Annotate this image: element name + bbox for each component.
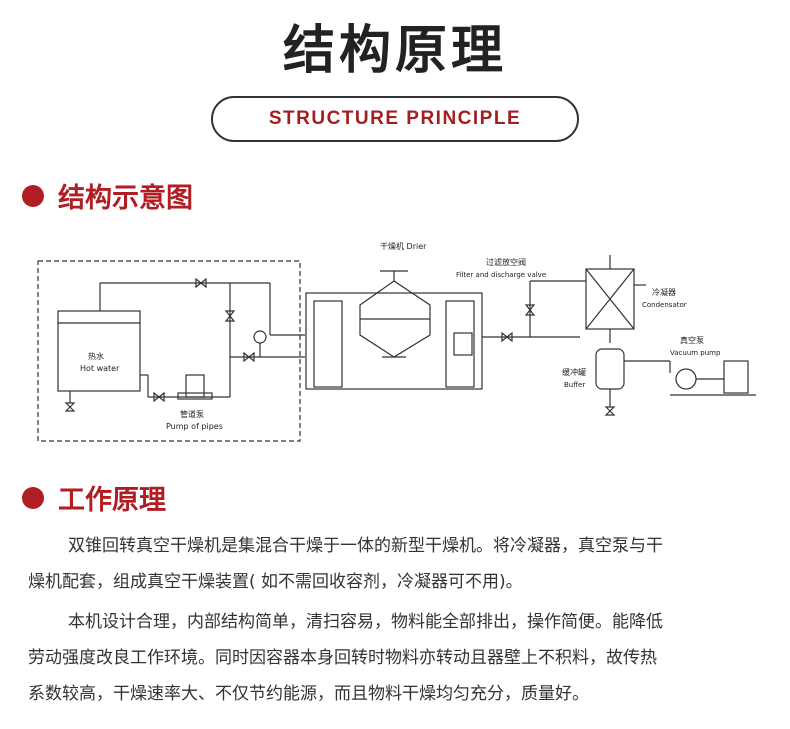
paragraph-1-line-1: 双锥回转真空干燥机是集混合干燥于一体的新型干燥机。将冷凝器，真空泵与干 (28, 528, 768, 564)
paragraph-2-line-3: 系数较高，干燥速率大、不仅节约能源，而且物料干燥均匀充分，质量好。 (28, 684, 589, 704)
bullet-dot-icon (22, 184, 44, 207)
vacuum-pump-motor-icon (675, 368, 697, 390)
pressure-gauge-icon (253, 330, 267, 344)
label-condenser-cn: 冷凝器 (652, 287, 676, 297)
paragraph-2-line-1: 本机设计合理，内部结构简单，清扫容易，物料能全部排出，操作简便。能降低 (28, 604, 768, 640)
label-hot-cn: 热水 (88, 351, 104, 361)
label-filter-en: Filter and discharge valve (456, 271, 546, 279)
paragraph-2-line-2: 劳动强度改良工作环境。同时因容器本身回转时物料亦转动且器壁上不积料，故传热 (28, 648, 657, 668)
drier-frame (305, 292, 483, 390)
label-drier: 干燥机 Drier (380, 241, 427, 251)
pipe-pump-icon (185, 374, 205, 398)
control-box-icon (453, 332, 473, 356)
valve-outlet-icon (501, 331, 513, 343)
p1-line1-text: 双锥回转真空干燥机是集混合干燥于一体的新型干燥机。将冷凝器，真空泵与干 (68, 536, 663, 556)
label-hot-en: Hot water (80, 364, 120, 373)
buffer-tank (595, 348, 625, 390)
valve-branch-icon (224, 310, 236, 322)
label-vacuum-cn: 真空泵 (680, 335, 704, 345)
label-buffer-en: Buffer (564, 381, 585, 389)
vacuum-pump-body (723, 360, 749, 394)
paragraph-1-line-2: 燥机配套，组成真空干燥装置( 如不需回收容剂，冷凝器可不用)。 (28, 572, 523, 592)
section-heading-structure: 结构示意图 (22, 176, 193, 215)
subtitle-text: STRUCTURE PRINCIPLE (268, 108, 522, 129)
section-title-structure: 结构示意图 (58, 183, 193, 214)
p2-line1-text: 本机设计合理，内部结构简单，清扫容易，物料能全部排出，操作简便。能降低 (68, 612, 663, 632)
label-buffer-cn: 缓冲罐 (562, 367, 586, 377)
tank-drain-valve-icon (64, 402, 76, 412)
valve-top-icon (195, 277, 207, 289)
paragraph-1: 双锥回转真空干燥机是集混合干燥于一体的新型干燥机。将冷凝器，真空泵与干 燥机配套… (28, 528, 768, 600)
valve-middle-icon (243, 351, 255, 363)
structure-diagram: 干燥机 Drier 过滤放空阀 Filter and discharge val… (37, 241, 756, 442)
hot-water-tank (57, 310, 141, 392)
label-pump-cn: 管道泵 (180, 409, 204, 419)
label-vacuum-en: Vacuum pump (670, 349, 721, 357)
label-condenser-en: Condensator (642, 301, 687, 309)
subtitle-pill: STRUCTURE PRINCIPLE (211, 96, 579, 142)
paragraph-2: 本机设计合理，内部结构简单，清扫容易，物料能全部排出，操作简便。能降低 劳动强度… (28, 604, 768, 712)
filter-discharge-valve-icon (524, 304, 536, 316)
hot-water-circuit-box (37, 260, 301, 442)
label-filter-cn: 过滤放空阀 (486, 257, 526, 267)
page-title: 结构原理 (282, 21, 507, 81)
section-title-principle: 工作原理 (58, 485, 166, 516)
buffer-drain-valve-icon (604, 406, 616, 416)
section-heading-principle: 工作原理 (22, 478, 166, 517)
label-pump-en: Pump of pipes (166, 422, 223, 431)
valve-bottom-icon (153, 391, 165, 403)
bullet-dot-icon (22, 486, 44, 509)
